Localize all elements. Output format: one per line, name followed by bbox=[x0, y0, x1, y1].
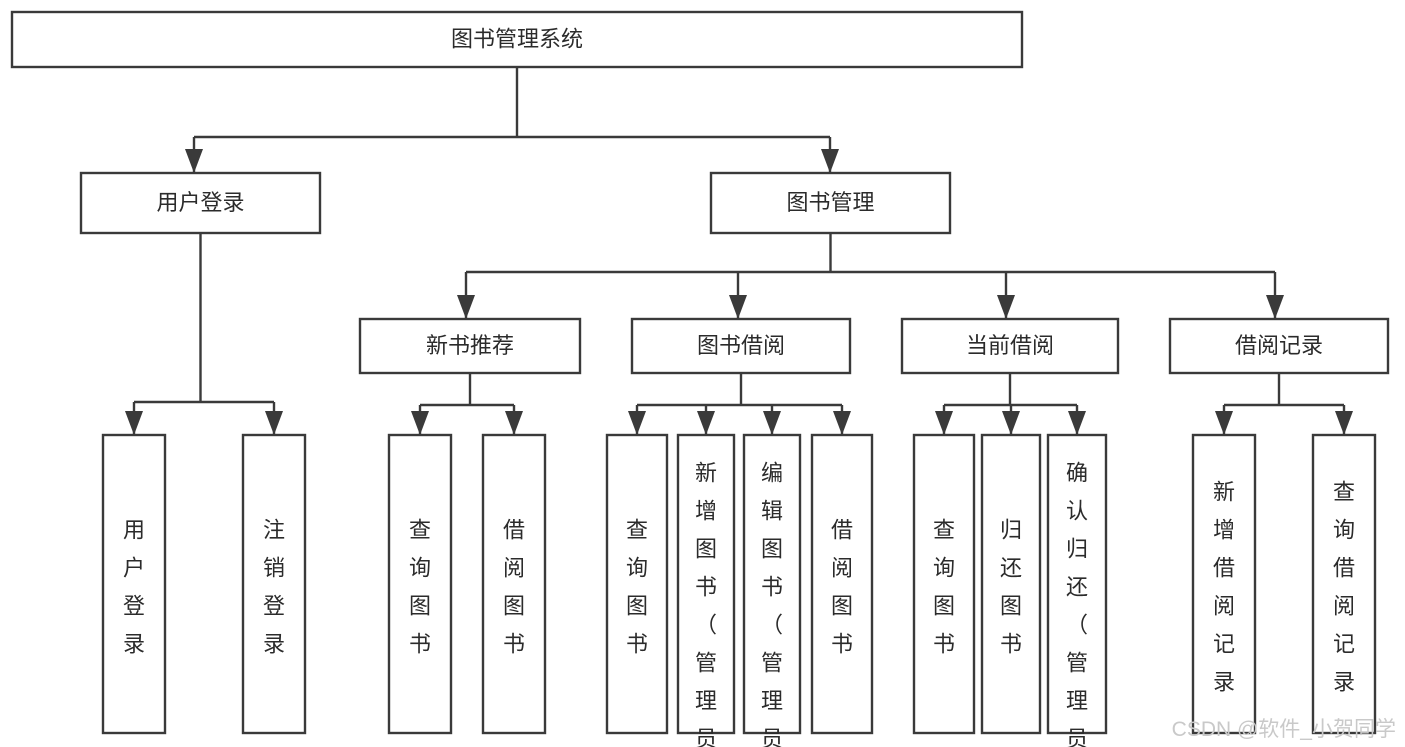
node-user_login[interactable]: 用户登录 bbox=[79, 171, 322, 235]
leaf-query-borrow-record-label: 查询借阅记录 bbox=[1333, 480, 1355, 695]
connector-edge-borrow bbox=[628, 373, 851, 435]
arrow-head-icon bbox=[1068, 411, 1086, 435]
leaf-logout-login[interactable]: 注销登录 bbox=[241, 433, 307, 735]
leaf-logout-login-label: 注销登录 bbox=[263, 518, 285, 657]
connector-edge-current bbox=[935, 373, 1086, 435]
leaf-edit-book-admin-label: 编辑图书（管理员） bbox=[761, 461, 783, 747]
arrow-head-icon bbox=[821, 149, 839, 173]
leaf-borrow-book-2-box[interactable] bbox=[810, 433, 874, 735]
leaf-query-borrow-record[interactable]: 查询借阅记录 bbox=[1311, 433, 1377, 735]
node-book_manage[interactable]: 图书管理 bbox=[709, 171, 952, 235]
arrow-head-icon bbox=[505, 411, 523, 435]
node-root[interactable]: 图书管理系统 bbox=[10, 10, 1024, 69]
node-current_borrow[interactable]: 当前借阅 bbox=[900, 317, 1120, 375]
node-label-root: 图书管理系统 bbox=[451, 26, 583, 51]
node-new_book_recommend[interactable]: 新书推荐 bbox=[358, 317, 582, 375]
arrow-head-icon bbox=[729, 295, 747, 319]
leaf-confirm-return[interactable]: 确认归还（管理员） bbox=[1046, 433, 1108, 747]
arrow-head-icon bbox=[265, 411, 283, 435]
node-box-book_manage[interactable] bbox=[709, 171, 952, 235]
node-layer: 图书管理系统用户登录图书管理新书推荐图书借阅当前借阅借阅记录用户登录注销登录查询… bbox=[10, 10, 1390, 747]
arrow-head-icon bbox=[997, 295, 1015, 319]
leaf-borrow-book-2-label: 借阅图书 bbox=[831, 518, 853, 657]
connector-edge-record bbox=[1215, 373, 1353, 435]
arrow-head-icon bbox=[457, 295, 475, 319]
leaf-return-book[interactable]: 归还图书 bbox=[980, 433, 1042, 735]
connector-layer bbox=[125, 67, 1353, 435]
node-label-book_borrow: 图书借阅 bbox=[697, 333, 785, 358]
leaf-query-book-2[interactable]: 查询图书 bbox=[605, 433, 669, 735]
leaf-user-login-label: 用户登录 bbox=[123, 518, 145, 657]
arrow-head-icon bbox=[763, 411, 781, 435]
leaf-add-book-admin[interactable]: 新增图书（管理员） bbox=[676, 433, 736, 747]
node-box-user_login[interactable] bbox=[79, 171, 322, 235]
leaf-edit-book-admin[interactable]: 编辑图书（管理员） bbox=[742, 433, 802, 747]
leaf-borrow-book-2[interactable]: 借阅图书 bbox=[810, 433, 874, 735]
leaf-return-book-label: 归还图书 bbox=[1000, 518, 1022, 657]
leaf-borrow-book-1-label: 借阅图书 bbox=[503, 518, 525, 657]
leaf-user-login[interactable]: 用户登录 bbox=[101, 433, 167, 735]
connector-edge-root-split bbox=[185, 67, 839, 173]
leaf-edit-book-admin-box[interactable] bbox=[742, 433, 802, 735]
leaf-return-book-box[interactable] bbox=[980, 433, 1042, 735]
arrow-head-icon bbox=[1335, 411, 1353, 435]
csdn-watermark: CSDN @软件_小贺同学 bbox=[1172, 718, 1396, 741]
leaf-user-login-box[interactable] bbox=[101, 433, 167, 735]
leaf-query-borrow-record-box[interactable] bbox=[1311, 433, 1377, 735]
arrow-head-icon bbox=[1002, 411, 1020, 435]
leaf-query-book-1-box[interactable] bbox=[387, 433, 453, 735]
arrow-head-icon bbox=[697, 411, 715, 435]
connector-edge-recommend bbox=[411, 373, 523, 435]
leaf-query-book-2-label: 查询图书 bbox=[626, 518, 648, 657]
arrow-head-icon bbox=[411, 411, 429, 435]
leaf-add-book-admin-box[interactable] bbox=[676, 433, 736, 735]
leaf-add-borrow-record-label: 新增借阅记录 bbox=[1213, 480, 1235, 695]
leaf-query-book-3[interactable]: 查询图书 bbox=[912, 433, 976, 735]
arrow-head-icon bbox=[185, 149, 203, 173]
leaf-logout-login-box[interactable] bbox=[241, 433, 307, 735]
arrow-head-icon bbox=[1266, 295, 1284, 319]
arrow-head-icon bbox=[833, 411, 851, 435]
leaf-query-book-3-label: 查询图书 bbox=[933, 518, 955, 657]
connector-edge-manage-split bbox=[457, 233, 1284, 319]
leaf-borrow-book-1[interactable]: 借阅图书 bbox=[481, 433, 547, 735]
leaf-borrow-book-1-box[interactable] bbox=[481, 433, 547, 735]
connector-edge-login-split bbox=[125, 233, 283, 435]
leaf-query-book-3-box[interactable] bbox=[912, 433, 976, 735]
arrow-head-icon bbox=[628, 411, 646, 435]
node-label-new_book_recommend: 新书推荐 bbox=[426, 333, 514, 358]
node-label-user_login: 用户登录 bbox=[156, 190, 244, 215]
leaf-query-book-1-label: 查询图书 bbox=[409, 518, 431, 657]
node-box-borrow_record[interactable] bbox=[1168, 317, 1390, 375]
node-box-current_borrow[interactable] bbox=[900, 317, 1120, 375]
node-borrow_record[interactable]: 借阅记录 bbox=[1168, 317, 1390, 375]
node-box-root[interactable] bbox=[10, 10, 1024, 69]
leaf-add-borrow-record-box[interactable] bbox=[1191, 433, 1257, 735]
arrow-head-icon bbox=[1215, 411, 1233, 435]
node-label-book_manage: 图书管理 bbox=[786, 190, 874, 215]
node-box-book_borrow[interactable] bbox=[630, 317, 852, 375]
leaf-confirm-return-label: 确认归还（管理员） bbox=[1066, 461, 1088, 747]
node-label-borrow_record: 借阅记录 bbox=[1235, 333, 1323, 358]
node-box-new_book_recommend[interactable] bbox=[358, 317, 582, 375]
leaf-add-book-admin-label: 新增图书（管理员） bbox=[695, 461, 717, 747]
leaf-add-borrow-record[interactable]: 新增借阅记录 bbox=[1191, 433, 1257, 735]
node-book_borrow[interactable]: 图书借阅 bbox=[630, 317, 852, 375]
node-label-current_borrow: 当前借阅 bbox=[966, 333, 1054, 358]
arrow-head-icon bbox=[125, 411, 143, 435]
arrow-head-icon bbox=[935, 411, 953, 435]
leaf-query-book-2-box[interactable] bbox=[605, 433, 669, 735]
leaf-confirm-return-box[interactable] bbox=[1046, 433, 1108, 735]
leaf-query-book-1[interactable]: 查询图书 bbox=[387, 433, 453, 735]
